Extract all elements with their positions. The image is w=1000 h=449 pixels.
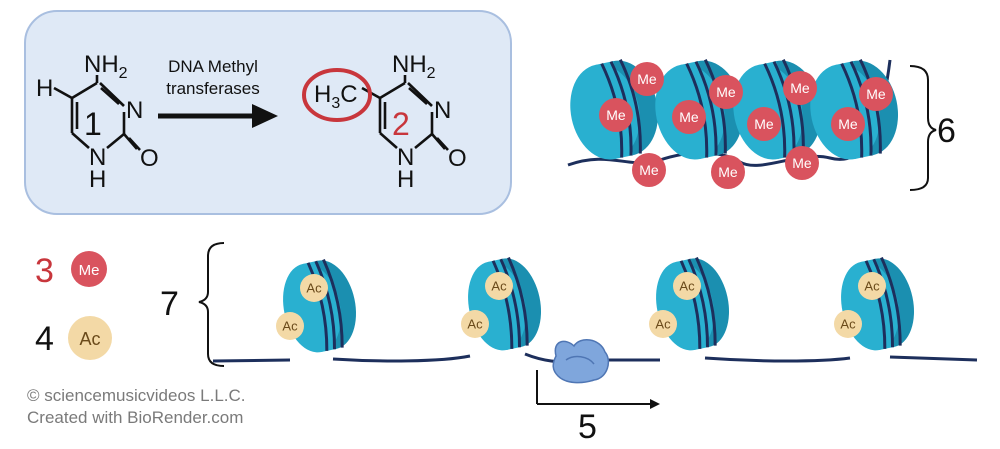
methylcytosine-ring-h-label: H (397, 166, 414, 193)
methyl-group-highlight-circle (302, 68, 372, 122)
methyl-mark-2: Me (599, 98, 633, 132)
methyl-mark-7: Me (859, 77, 893, 111)
legend-methyl-text: Me (79, 262, 100, 279)
methylcytosine-nh2-label: NH2 (392, 51, 436, 82)
cytosine-ring-n-label: N (89, 144, 106, 171)
open-dna-strand (212, 352, 978, 364)
legend-acetyl-text: Ac (79, 329, 100, 349)
methyl-mark-1: Me (630, 62, 664, 96)
transcription-arrow (536, 370, 660, 409)
svg-text:Me: Me (754, 116, 774, 132)
credit-line-2: Created with BioRender.com (27, 408, 243, 427)
methyl-mark-8: Me (831, 107, 865, 141)
methyl-mark-9: Me (632, 153, 666, 187)
acetyl-mark-3: Ac (485, 272, 513, 300)
svg-text:Ac: Ac (306, 281, 322, 296)
methylcytosine-o-label: O (448, 145, 467, 172)
svg-text:Me: Me (790, 80, 810, 96)
credit-line-1: © sciencemusicvideos L.L.C. (27, 386, 246, 405)
legend-acetyl-mark (68, 316, 112, 360)
acetyl-mark-8: Ac (834, 310, 862, 338)
methylcytosine-structure (361, 75, 449, 151)
svg-text:Me: Me (679, 109, 699, 125)
acetyl-mark-5: Ac (673, 272, 701, 300)
cytosine-h-label: H (36, 75, 53, 102)
open-bracket-label: 7 (160, 285, 179, 323)
svg-text:Ac: Ac (467, 317, 483, 332)
cytosine-number-label: 1 (84, 106, 102, 142)
methyl-mark-5: Me (747, 107, 781, 141)
cytosine-o-label: O (140, 145, 159, 172)
svg-text:Me: Me (716, 84, 736, 100)
legend-acetyl-number: 4 (35, 320, 54, 358)
cytosine-structure (53, 75, 141, 151)
rna-polymerase (552, 339, 610, 384)
svg-text:Ac: Ac (491, 279, 507, 294)
legend-methyl-number: 3 (35, 252, 54, 290)
svg-text:Ac: Ac (679, 279, 695, 294)
svg-text:Ac: Ac (282, 319, 298, 334)
methylcytosine-number-label: 2 (392, 106, 410, 142)
methylcytosine-ring-n-label: N (397, 144, 414, 171)
open-bracket (198, 242, 225, 367)
open-nucleosome-4 (841, 256, 915, 351)
legend: 3 Me 4 Ac (35, 251, 112, 360)
legend-methyl-mark (71, 251, 107, 287)
enzyme-label-line1: DNA Methyl (168, 57, 258, 76)
svg-text:Me: Me (838, 116, 858, 132)
acetyl-mark-6: Ac (649, 310, 677, 338)
acetyl-mark-1: Ac (300, 274, 328, 302)
cytosine-ring-h-label: H (89, 166, 106, 193)
methyl-mark-3: Me (672, 100, 706, 134)
open-nucleosome-2 (468, 256, 542, 351)
methyl-mark-4: Me (709, 75, 743, 109)
open-nucleosome-3 (656, 256, 730, 351)
reaction-arrow (158, 104, 278, 128)
methyl-mark-10: Me (711, 155, 745, 189)
cytosine-nh2-label: NH2 (84, 51, 128, 82)
svg-text:Ac: Ac (840, 317, 856, 332)
cytosine-n-label: N (126, 97, 143, 124)
svg-text:Ac: Ac (864, 279, 880, 294)
methyl-group-label: H3C (314, 81, 358, 112)
transcription-label: 5 (578, 408, 597, 446)
methyl-mark-6: Me (783, 71, 817, 105)
svg-text:Ac: Ac (655, 317, 671, 332)
methylcytosine-n-label: N (434, 97, 451, 124)
acetyl-mark-4: Ac (461, 310, 489, 338)
enzyme-label-line2: transferases (166, 79, 260, 98)
condensed-bracket-label: 6 (937, 112, 956, 150)
svg-text:Me: Me (637, 71, 657, 87)
svg-text:Me: Me (718, 164, 738, 180)
svg-text:Me: Me (606, 107, 626, 123)
methyl-mark-11: Me (785, 146, 819, 180)
condensed-bracket (909, 65, 937, 191)
svg-text:Me: Me (792, 155, 812, 171)
acetyl-mark-7: Ac (858, 272, 886, 300)
methylation-reaction-panel: NH2 H N O N H 1 DNA Methyl transferases (24, 10, 512, 215)
svg-text:Me: Me (639, 162, 659, 178)
open-nucleosome-1 (283, 258, 357, 353)
acetyl-mark-2: Ac (276, 312, 304, 340)
svg-text:Me: Me (866, 86, 886, 102)
